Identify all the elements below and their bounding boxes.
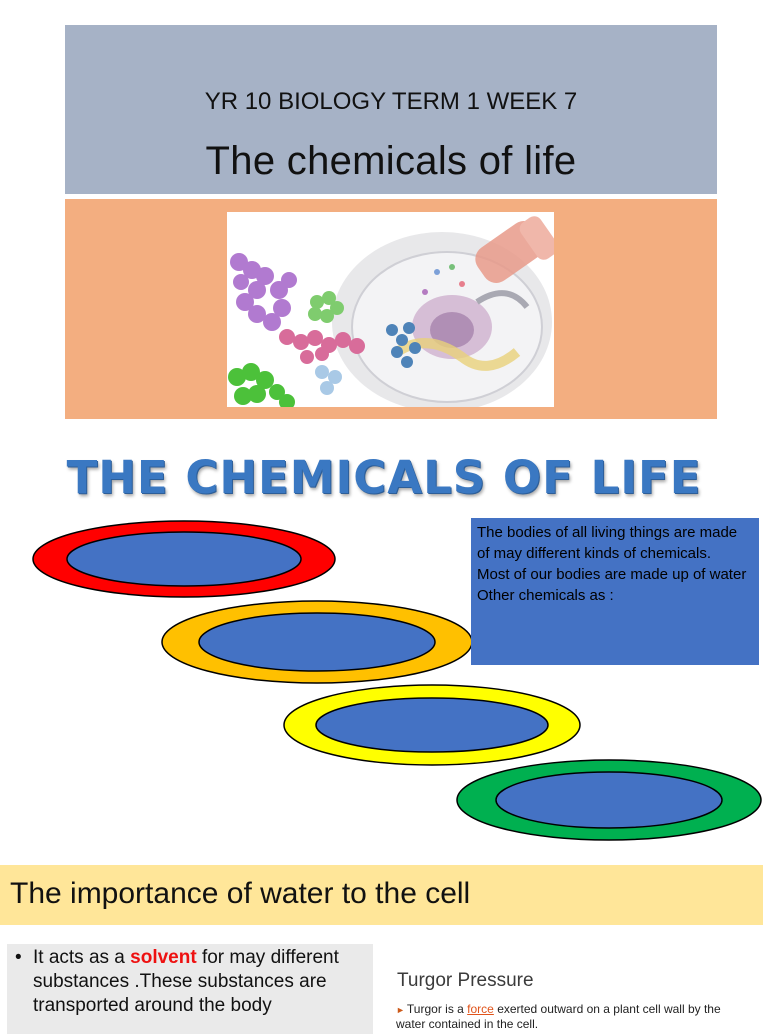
- turgor-pressure-panel: Turgor Pressure ►Turgor is a force exert…: [380, 944, 748, 1034]
- chemicals-info-box: The bodies of all living things are made…: [471, 518, 759, 665]
- water-importance-header: The importance of water to the cell: [0, 865, 763, 925]
- bullet-icon: •: [15, 947, 22, 968]
- triangle-bullet-icon: ►: [396, 1005, 405, 1015]
- water-importance-title: The importance of water to the cell: [10, 877, 471, 910]
- solvent-bullet-box: •It acts as a solvent for may different …: [7, 944, 373, 1034]
- info-line: The bodies of all living things are made…: [477, 524, 738, 562]
- info-line: Other chemicals as :: [477, 587, 614, 604]
- solvent-bullet: •It acts as a solvent for may different …: [15, 947, 339, 1016]
- ellipse-yellow: [283, 684, 581, 766]
- ellipse-orange: [161, 600, 473, 684]
- cell-molecules-illustration: [227, 212, 554, 407]
- chemical-ellipses: [32, 520, 762, 841]
- slide-title: The chemicals of life: [205, 139, 577, 183]
- ellipse-green: [456, 759, 762, 841]
- ellipse-red: [32, 520, 336, 598]
- turgor-definition: ►Turgor is a force exerted outward on a …: [396, 1002, 721, 1031]
- slide-subtitle: YR 10 BIOLOGY TERM 1 WEEK 7: [204, 88, 578, 115]
- turgor-title: Turgor Pressure: [397, 970, 534, 991]
- chemicals-heading: THE CHEMICALS OF LIFE: [66, 451, 702, 504]
- title-slide-image-band: [65, 199, 717, 419]
- force-link[interactable]: force: [467, 1002, 494, 1016]
- info-line: Most of our bodies are made up of water: [477, 566, 747, 583]
- title-slide-header: YR 10 BIOLOGY TERM 1 WEEK 7 The chemical…: [65, 25, 717, 194]
- solvent-term: solvent: [130, 947, 197, 968]
